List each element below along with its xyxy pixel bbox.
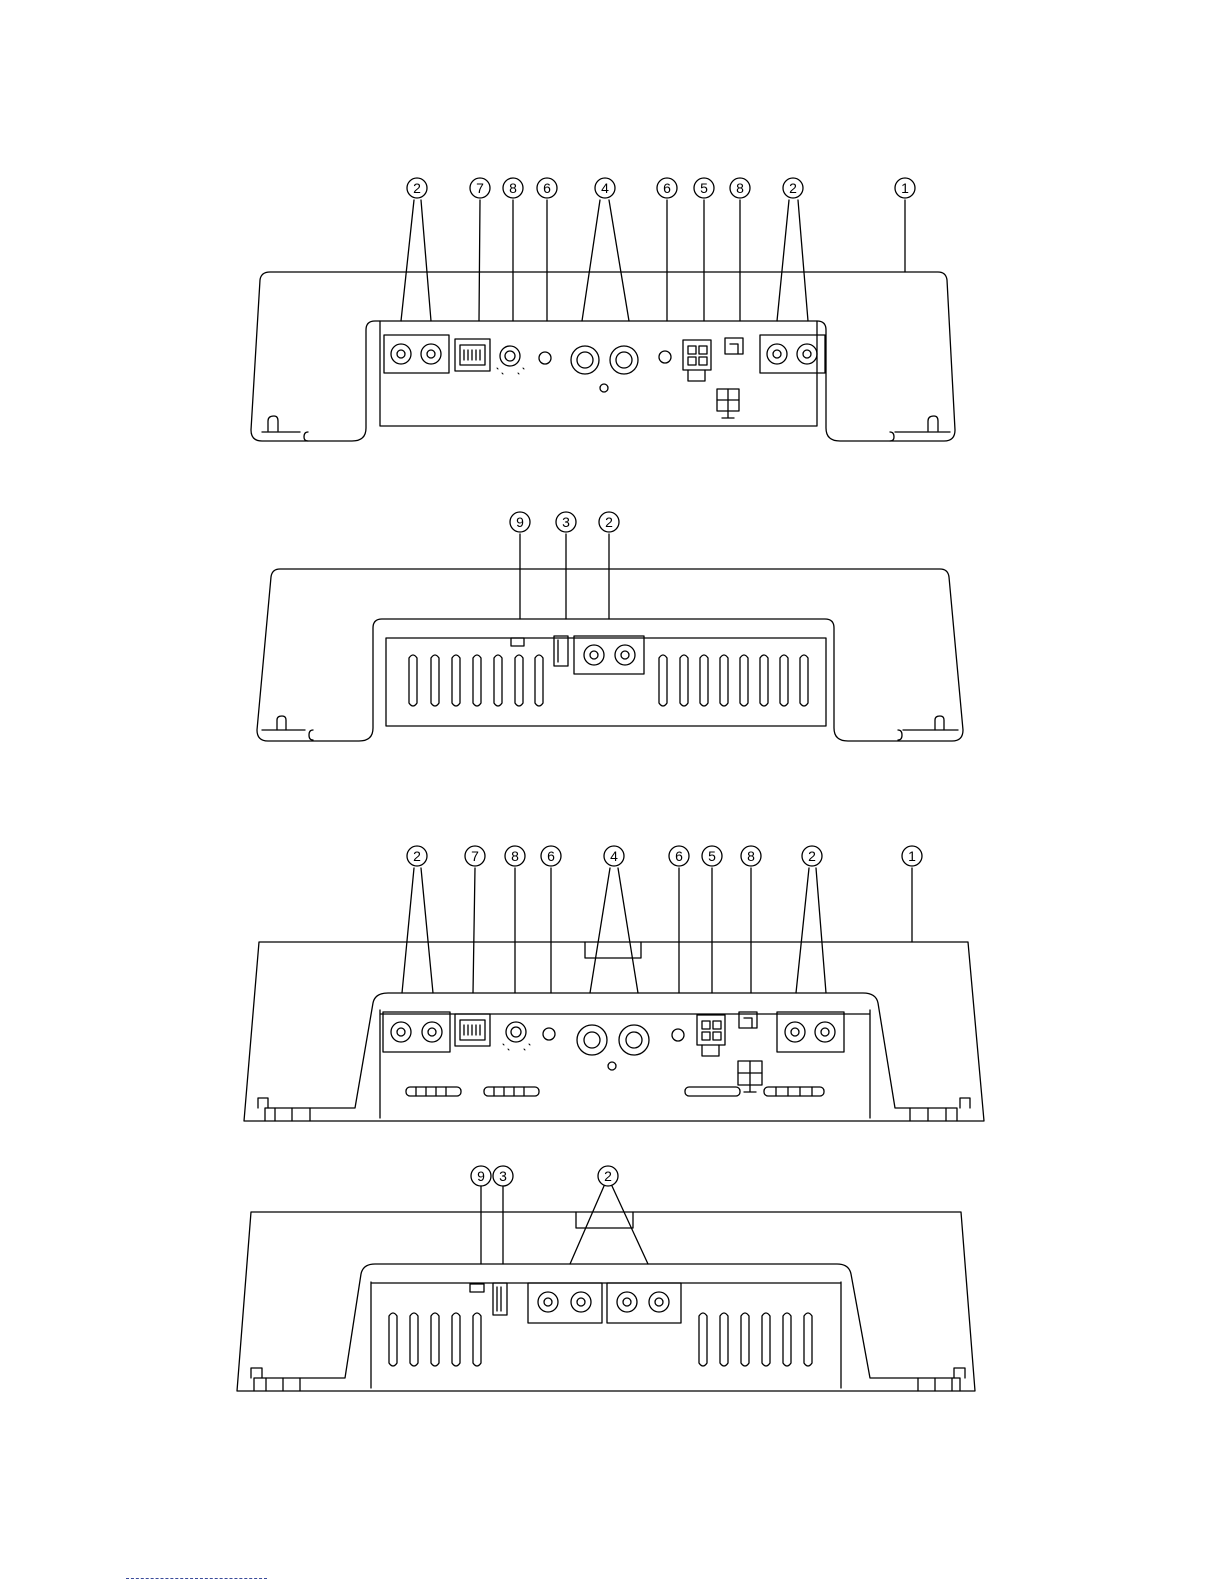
ground-terminal-4: [493, 1283, 507, 1315]
vent-slot-4: [764, 1087, 824, 1096]
chassis-outline-1: [251, 272, 955, 441]
power-terminal-right-3: [619, 1025, 649, 1055]
callout-number-view3-10: 1: [908, 848, 916, 864]
callout-number-view3-3: 8: [511, 848, 519, 864]
callout-number-view3-5: 4: [610, 848, 618, 864]
callout-number-view3-6: 6: [675, 848, 683, 864]
vent-slot-1: [406, 1087, 461, 1096]
callout-number-view1-2: 7: [476, 180, 484, 196]
callout-number-view1-6: 6: [663, 180, 671, 196]
led-indicator-left-3: [543, 1028, 555, 1040]
led-indicator-left: [539, 352, 551, 364]
speaker-terminal-block-right: [760, 335, 825, 373]
power-terminal-right: [610, 346, 638, 374]
chassis-outline-3: [244, 942, 984, 1121]
callout-number-view3-4: 6: [547, 848, 555, 864]
power-terminal-left-3: [577, 1025, 607, 1055]
fuse-holder-4: [470, 1284, 484, 1292]
callout-number-view1-8: 8: [736, 180, 744, 196]
panel-view-4: [237, 1186, 975, 1391]
speaker-terminal-block-right-3: [777, 1012, 844, 1052]
callout-number-view3-8: 8: [747, 848, 755, 864]
callout-number-view1-1: 2: [413, 180, 421, 196]
callout-number-view1-3: 8: [509, 180, 517, 196]
vent-slots-right-4: [699, 1313, 812, 1366]
panel-view-1: [251, 200, 955, 441]
gain-knob: [500, 346, 520, 366]
speaker-terminal-block-left-3: [383, 1012, 450, 1052]
fuse-holder: [511, 638, 524, 646]
callout-number-view3-2: 7: [471, 848, 479, 864]
footer-rule: [126, 1578, 267, 1579]
panel-view-3: [244, 868, 984, 1121]
vent-slots-right: [659, 655, 808, 706]
chassis-outline-2: [257, 569, 963, 741]
callout-number-view4-2: 3: [499, 1168, 507, 1184]
callout-number-view1-4: 6: [543, 180, 551, 196]
mode-switch: [725, 338, 743, 354]
vent-slots-left-4: [389, 1313, 481, 1366]
callout-number-view1-9: 2: [789, 180, 797, 196]
callout-number-view3-1: 2: [413, 848, 421, 864]
power-terminal-left: [571, 346, 599, 374]
callout-number-view2-2: 3: [562, 514, 570, 530]
led-indicator-right: [659, 351, 671, 363]
vent-slots-left: [409, 655, 543, 706]
gain-knob-3: [506, 1022, 526, 1042]
callout-number-view4-1: 9: [477, 1168, 485, 1184]
callout-number-view3-9: 2: [808, 848, 816, 864]
callout-number-view3-7: 5: [708, 848, 716, 864]
callout-number-view2-1: 9: [516, 514, 524, 530]
vent-slot-3: [685, 1087, 740, 1096]
led-indicator-right-3: [672, 1029, 684, 1041]
callout-number-view4-3: 2: [604, 1168, 612, 1184]
callout-number-view1-7: 5: [700, 180, 708, 196]
speaker-terminal-block-left: [384, 335, 449, 373]
speaker-terminal-block-rear-right: [607, 1283, 681, 1323]
panel-view-2: [257, 534, 963, 741]
callout-number-view1-10: 1: [901, 180, 909, 196]
callout-number-view2-3: 2: [605, 514, 613, 530]
callout-number-view1-5: 4: [601, 180, 609, 196]
vent-slot-2: [484, 1087, 539, 1096]
ground-terminal: [554, 636, 568, 666]
